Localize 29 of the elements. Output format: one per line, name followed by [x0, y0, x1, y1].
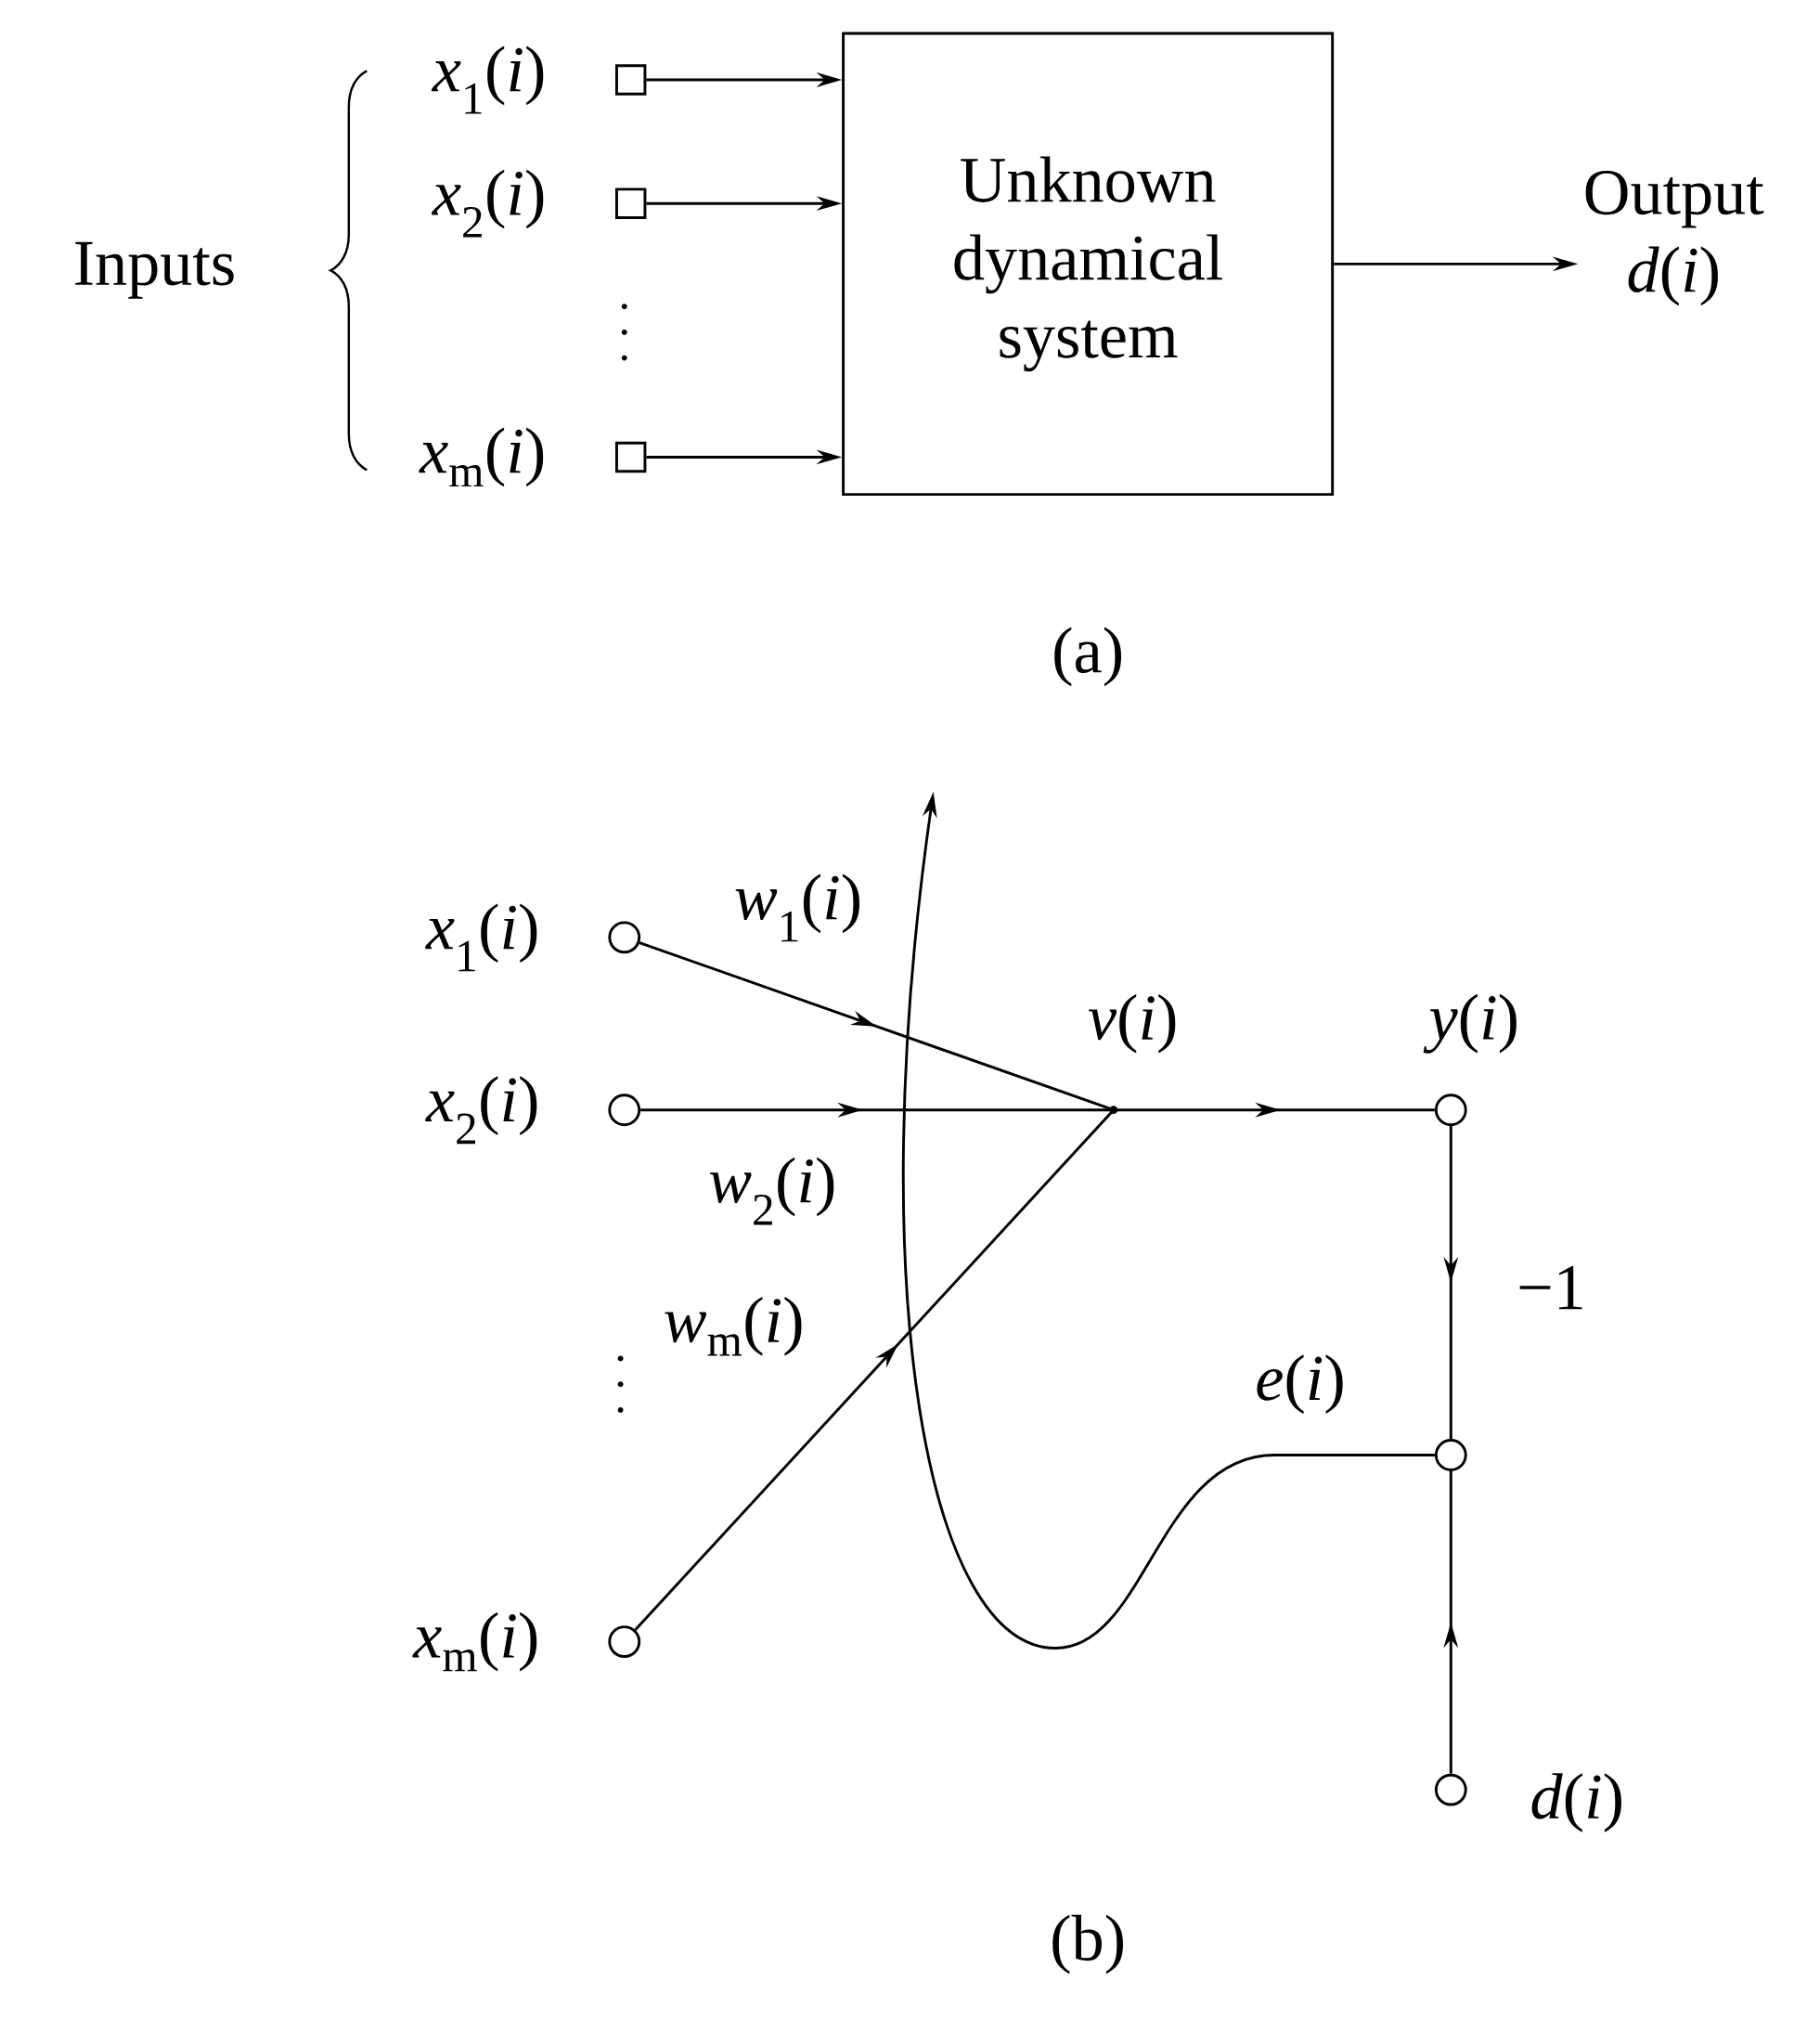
node-label: x$_{1}$(i)	[424, 903, 537, 972]
node-label: e(i)	[1257, 1354, 1343, 1414]
node-circle	[1434, 1773, 1467, 1806]
node-circle	[608, 921, 640, 954]
node-label: x$_{2}$(i)	[431, 169, 544, 238]
node-label: x$_{2}$(i)	[424, 1076, 537, 1145]
edge-label: w$_{m}$(i)	[661, 1294, 807, 1358]
node-circle	[1434, 1094, 1467, 1127]
node-circle	[1434, 1439, 1467, 1471]
node-label: d(i)	[1531, 1773, 1621, 1832]
node-label: x$_{m}$(i)	[419, 427, 543, 487]
edge-label: −1	[1515, 1264, 1588, 1312]
terminal-square	[614, 188, 647, 219]
panel-label: (a)	[1054, 627, 1121, 687]
node-label: x$_{1}$(i)	[431, 45, 544, 114]
input-label: Inputs	[75, 241, 234, 299]
node-label: y(i)	[1423, 993, 1517, 1054]
node-circle	[608, 1094, 640, 1127]
arrow	[634, 1108, 1115, 1631]
node-label: x$_{m}$(i)	[412, 1611, 537, 1672]
system-box: Unknown dynamical system	[841, 32, 1334, 497]
edge-label: w$_{2}$(i)	[706, 1155, 839, 1227]
node-circle	[608, 1625, 640, 1658]
output-label: Output d(i)	[1585, 171, 1764, 306]
panel-label: (b)	[1052, 1914, 1123, 1974]
terminal-square	[614, 441, 647, 473]
terminal-square	[614, 64, 647, 96]
edge-label: w$_{1}$(i)	[731, 872, 864, 944]
node-label: v(i)	[1088, 993, 1176, 1054]
